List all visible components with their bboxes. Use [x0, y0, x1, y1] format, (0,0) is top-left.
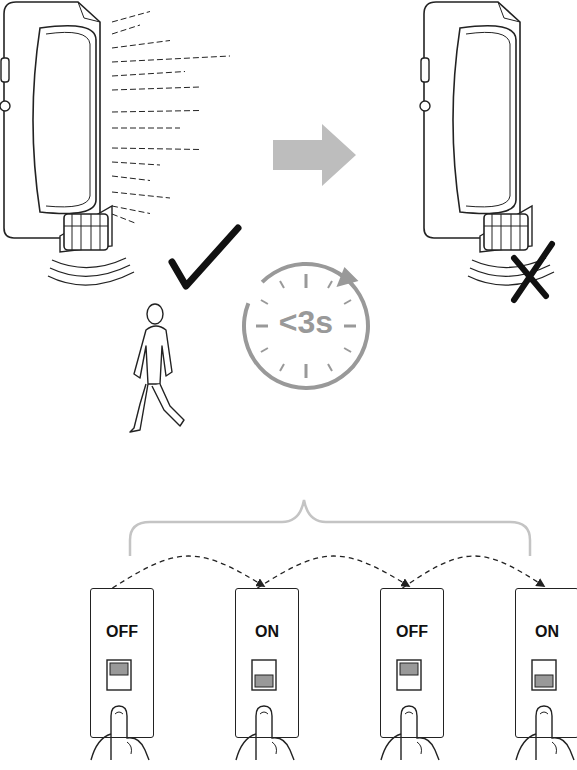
- light-ray: [112, 148, 200, 150]
- toggle-frame: [397, 660, 421, 690]
- toggle-frame: [532, 660, 556, 690]
- light-rays: [112, 12, 230, 224]
- pressing-hand: [91, 706, 149, 760]
- toggle-lever: [255, 675, 273, 687]
- floodlight-off: [420, 2, 532, 252]
- light-ray: [112, 192, 170, 198]
- dashed-arrow: [402, 556, 543, 588]
- light-switch: OFF: [90, 588, 154, 738]
- light-ray: [112, 214, 135, 223]
- light-ray: [112, 162, 160, 165]
- floodlight-on: [0, 2, 112, 252]
- light-switch: ON: [235, 588, 299, 738]
- switch-state: OFF: [91, 589, 153, 641]
- toggle-frame: [107, 660, 131, 690]
- cross-mark: [514, 244, 552, 300]
- toggle-lever: [400, 663, 418, 675]
- light-ray: [112, 128, 180, 129]
- pressing-hand: [381, 706, 439, 760]
- light-ray: [112, 12, 150, 23]
- light-ray: [112, 176, 150, 181]
- transition-arrow: [273, 124, 356, 186]
- light-switch: ON: [515, 588, 577, 738]
- timer-clock: <3s: [240, 260, 372, 392]
- light-ray: [112, 41, 170, 49]
- walking-person: [130, 304, 184, 432]
- light-ray: [112, 111, 200, 113]
- bracket: [130, 500, 530, 556]
- switch-state: OFF: [381, 589, 443, 641]
- toggles: [91, 660, 574, 760]
- sensor-waves: [48, 258, 134, 285]
- dashed-arrow: [257, 556, 408, 588]
- light-switch: OFF: [380, 588, 444, 738]
- check-mark: [172, 228, 238, 286]
- pressing-hand: [236, 706, 294, 760]
- time-limit: <3s: [240, 260, 372, 341]
- toggle-lever: [110, 663, 128, 675]
- switch-state: ON: [236, 589, 298, 641]
- light-ray: [112, 72, 185, 77]
- light-ray: [112, 25, 140, 34]
- switch-state: ON: [516, 589, 577, 641]
- toggle-frame: [252, 660, 276, 690]
- toggle-lever: [535, 675, 553, 687]
- dashed-arrow: [112, 556, 263, 588]
- light-ray: [112, 56, 230, 62]
- pressing-hand: [516, 706, 574, 760]
- light-ray: [112, 87, 200, 90]
- light-ray: [112, 206, 150, 214]
